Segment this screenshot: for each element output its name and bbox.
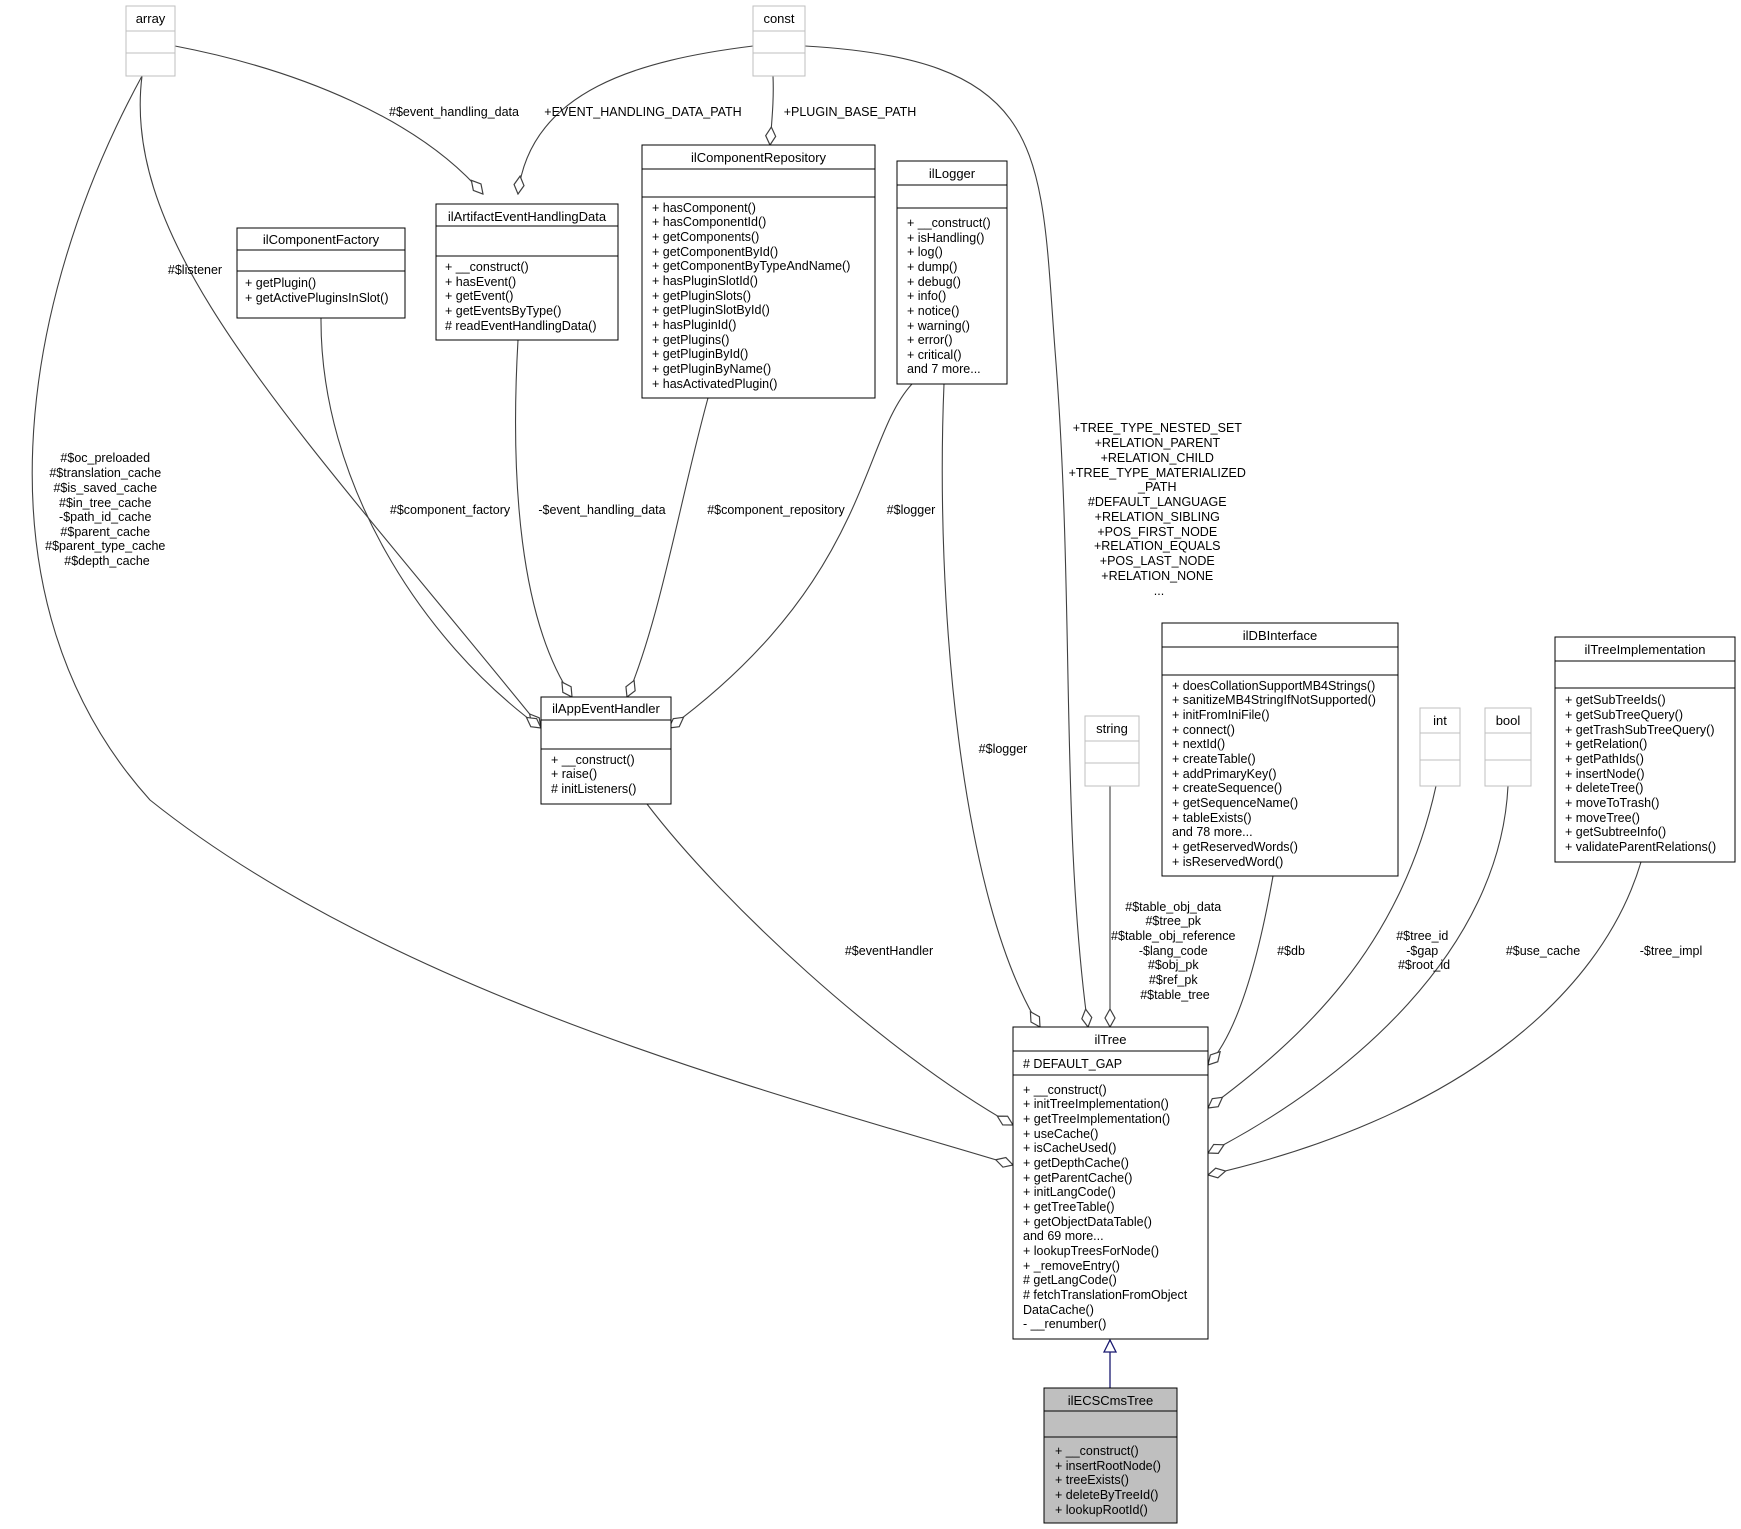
class-illogger-methods: + __construct() + isHandling() + log() +… (907, 216, 994, 376)
class-bool: bool (1484, 707, 1532, 787)
class-const-title: const (763, 11, 794, 26)
class-ilappeventhandler: ilAppEventHandler + __construct() + rais… (540, 696, 672, 805)
edge-label-string-iltree: #$table_obj_data #$tree_pk #$table_obj_r… (1111, 900, 1239, 1002)
class-ildbinterface-methods: + doesCollationSupportMB4Strings() + san… (1172, 679, 1379, 869)
class-array: array (125, 5, 176, 77)
edge-label-int-iltree: #$tree_id -$gap #$root_id (1396, 929, 1452, 972)
class-iltreeimplementation: ilTreeImplementation + getSubTreeIds() +… (1554, 636, 1736, 863)
class-bool-title: bool (1496, 713, 1521, 728)
class-ilcomponentfactory-title: ilComponentFactory (263, 232, 380, 247)
edge-array-iltree (31, 75, 1013, 1165)
edge-artifact-app (515, 339, 572, 697)
edge-const-artifact (518, 45, 754, 194)
edge-logger-iltree (941, 383, 1040, 1027)
edge-array-artifact (174, 45, 483, 194)
class-ildbinterface: ilDBInterface + doesCollationSupportMB4S… (1161, 622, 1399, 877)
class-iltree-attributes: # DEFAULT_GAP (1023, 1057, 1122, 1071)
class-ilcomponentfactory: ilComponentFactory + getPlugin() + getAc… (236, 227, 406, 319)
edge-const-iltree (804, 45, 1088, 1027)
edge-factory-app (320, 317, 541, 728)
class-ilcomponentrepository-title: ilComponentRepository (691, 150, 827, 165)
class-ildbinterface-title: ilDBInterface (1243, 628, 1317, 643)
class-ilartifacteventhandlingdata: ilArtifactEventHandlingData + __construc… (435, 203, 619, 341)
class-string: string (1084, 715, 1140, 787)
edge-impl-iltree (1208, 861, 1642, 1175)
edge-repo-app (627, 397, 709, 697)
edge-label-array-artifact: #$event_handling_data (389, 105, 519, 119)
edge-app-iltree (646, 803, 1013, 1125)
edge-db-iltree (1208, 875, 1274, 1065)
edge-array-app (139, 75, 541, 728)
edge-label-const-repo: +PLUGIN_BASE_PATH (784, 105, 917, 119)
edge-label-const-artifact: +EVENT_HANDLING_DATA_PATH (544, 105, 741, 119)
class-iltreeimplementation-methods: + getSubTreeIds() + getSubTreeQuery() + … (1565, 693, 1718, 854)
edge-label-bool-iltree: #$use_cache (1506, 944, 1580, 958)
class-const: const (752, 5, 806, 77)
class-ilartifacteventhandlingdata-methods: + __construct() + hasEvent() + getEvent(… (445, 260, 596, 333)
edge-label-app-iltree: #$eventHandler (845, 944, 933, 958)
edge-label-artifact-app: -$event_handling_data (538, 503, 665, 517)
class-ilecscmstree: ilECSCmsTree + __construct() + insertRoo… (1043, 1387, 1178, 1524)
class-ilcomponentrepository-methods: + hasComponent() + hasComponentId() + ge… (652, 201, 854, 391)
edge-const-repo (770, 75, 773, 145)
class-illogger-title: ilLogger (929, 166, 976, 181)
edge-label-factory-app: #$component_factory (390, 503, 511, 517)
class-illogger: ilLogger + __construct() + isHandling() … (896, 160, 1008, 385)
edge-label-array-app: #$listener (168, 263, 222, 277)
class-int: int (1419, 707, 1461, 787)
class-ilecscmstree-methods: + __construct() + insertRootNode() + tre… (1055, 1444, 1164, 1517)
class-string-title: string (1096, 721, 1128, 736)
edge-label-repo-app: #$component_repository (707, 503, 845, 517)
edge-bool-iltree (1208, 785, 1509, 1153)
class-ilartifacteventhandlingdata-title: ilArtifactEventHandlingData (448, 209, 607, 224)
edge-label-logger-iltree: #$logger (979, 742, 1028, 756)
class-iltree-methods: + __construct() + initTreeImplementation… (1023, 1083, 1191, 1331)
class-iltree: ilTree # DEFAULT_GAP + __construct() + i… (1012, 1026, 1209, 1340)
edge-label-impl-iltree: -$tree_impl (1640, 944, 1703, 958)
edge-int-iltree (1208, 785, 1437, 1108)
class-ilcomponentrepository: ilComponentRepository + hasComponent() +… (641, 144, 876, 399)
class-ilappeventhandler-methods: + __construct() + raise() # initListener… (551, 753, 638, 796)
class-ilappeventhandler-title: ilAppEventHandler (552, 701, 660, 716)
edge-label-array-iltree: #$oc_preloaded #$translation_cache #$is_… (45, 451, 169, 568)
class-ilcomponentfactory-methods: + getPlugin() + getActivePluginsInSlot() (245, 276, 388, 305)
class-iltree-title: ilTree (1094, 1032, 1126, 1047)
edge-logger-app (669, 383, 913, 728)
edge-label-const-iltree: +TREE_TYPE_NESTED_SET +RELATION_PARENT +… (1069, 421, 1250, 598)
edge-label-db-iltree: #$db (1277, 944, 1305, 958)
class-ilecscmstree-title: ilECSCmsTree (1068, 1393, 1153, 1408)
class-array-title: array (136, 11, 166, 26)
class-int-title: int (1433, 713, 1447, 728)
edge-label-logger-app: #$logger (887, 503, 936, 517)
class-iltreeimplementation-title: ilTreeImplementation (1585, 642, 1706, 657)
